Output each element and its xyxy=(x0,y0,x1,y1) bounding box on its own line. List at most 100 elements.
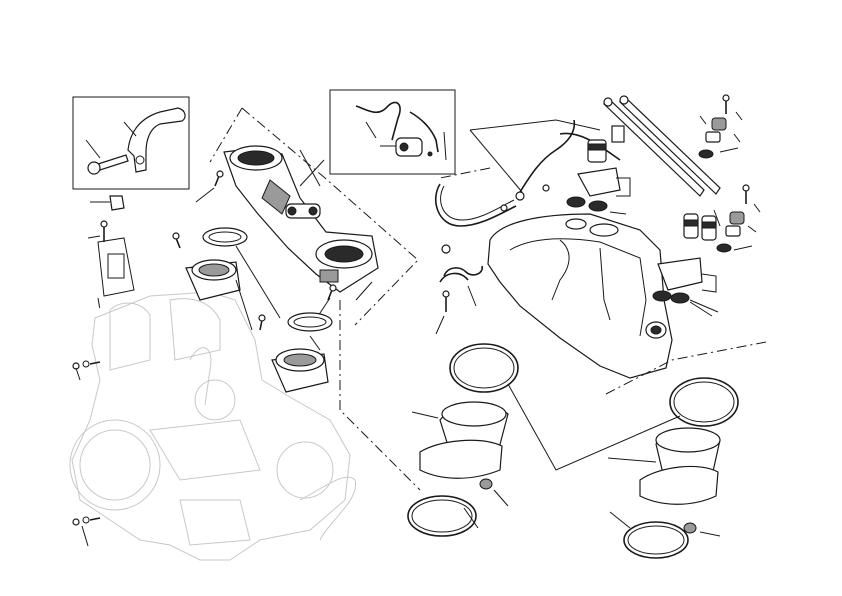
callout-line xyxy=(123,121,137,137)
spring-clip xyxy=(439,272,469,283)
tank-ridge xyxy=(551,239,570,301)
callout-line xyxy=(607,457,657,463)
alternator-cover xyxy=(276,441,334,499)
seal-ring-upper-left xyxy=(449,343,519,393)
check-valve xyxy=(683,522,697,534)
callout-line xyxy=(87,235,101,239)
callout-line xyxy=(355,281,373,301)
callout-line xyxy=(689,299,719,313)
callout-line xyxy=(469,119,601,131)
inset-hose-and-valve xyxy=(329,89,456,175)
throttle-bore-lower-inner xyxy=(324,245,364,263)
seal-ring-upper-right xyxy=(669,377,739,427)
tank-cap-seat xyxy=(589,223,619,237)
callout-line xyxy=(699,531,721,537)
seal-ring-upper-right-inner xyxy=(673,381,735,423)
valve-port xyxy=(399,142,409,152)
bracket xyxy=(127,107,186,173)
injector xyxy=(587,139,607,163)
bolt-head xyxy=(87,161,101,175)
clip xyxy=(427,151,433,157)
screw-head xyxy=(172,232,180,240)
spacer xyxy=(705,131,721,143)
callout-line xyxy=(81,525,89,547)
ghost-wire xyxy=(189,347,212,406)
bolt-head xyxy=(722,94,730,102)
callout-line xyxy=(753,203,761,213)
callout-line xyxy=(747,225,757,233)
screw xyxy=(175,237,181,249)
callout-line xyxy=(85,139,101,159)
tank-outlet-port xyxy=(650,325,662,335)
callout-line xyxy=(317,297,331,317)
fuel-hose-edge xyxy=(440,185,515,221)
callout-line xyxy=(733,133,741,143)
callout-line xyxy=(443,131,447,161)
grommet xyxy=(729,211,745,225)
callout-line xyxy=(299,159,325,187)
oil-sump xyxy=(179,499,251,546)
callout-line xyxy=(507,383,681,471)
callout-line xyxy=(463,507,479,529)
o-ring xyxy=(652,290,672,302)
cylinder-head xyxy=(109,302,151,371)
hose-clamp-lower-inner xyxy=(293,316,327,328)
hose-clamp-lower xyxy=(287,312,333,332)
bracket-mark xyxy=(701,273,717,293)
hose-clip xyxy=(500,204,508,212)
grommet-base xyxy=(698,149,714,159)
bell-mouth-left-rim xyxy=(441,401,507,427)
boundary-dashes xyxy=(339,300,421,491)
screw-head xyxy=(258,314,266,322)
washer xyxy=(441,244,451,254)
intake-bell-mouths-and-seals xyxy=(407,343,739,559)
bolt-shank xyxy=(97,154,129,171)
callout-line xyxy=(609,211,627,215)
bell-mouth-left-flange xyxy=(419,439,503,479)
seal-ring-lower-left-inner xyxy=(411,499,473,533)
callout-line xyxy=(435,315,445,335)
hose-connector xyxy=(515,191,525,201)
injector-holder xyxy=(657,257,703,291)
gasket-plate xyxy=(97,237,135,297)
bolt-head xyxy=(72,518,80,526)
tank-ridge xyxy=(509,238,647,337)
callout-line xyxy=(411,411,439,419)
hose xyxy=(409,111,439,153)
inset-frame-right xyxy=(329,89,456,175)
rail-bracket xyxy=(611,125,625,143)
clutch-cover-ring xyxy=(79,429,151,501)
callout-line xyxy=(75,367,81,381)
throttle-body-assembly xyxy=(195,107,419,326)
throttle-bore-upper-inner xyxy=(237,150,275,166)
rail-fitting xyxy=(308,206,318,216)
seal-ring-lower-right xyxy=(623,521,689,559)
callout-line xyxy=(493,489,509,507)
screw xyxy=(259,319,263,331)
cylinder-head xyxy=(169,298,221,361)
screw-head xyxy=(442,290,450,298)
screw-head xyxy=(216,170,224,178)
o-ring xyxy=(588,200,608,212)
tank-cap-seat xyxy=(565,218,587,230)
fuel-tank xyxy=(487,213,673,379)
ghost-wire xyxy=(299,476,356,541)
injector-band xyxy=(587,143,607,151)
rail-end xyxy=(603,97,613,107)
intake-flanges-and-clamps xyxy=(72,195,421,547)
boundary-dashes xyxy=(241,107,419,326)
washer xyxy=(82,360,90,368)
seal-ring-lower-left xyxy=(407,495,477,537)
fuel-injectors-and-caps xyxy=(566,94,761,317)
fitting xyxy=(109,195,125,211)
engine-cover xyxy=(194,379,236,421)
boundary-dashes xyxy=(605,341,767,395)
callout-line xyxy=(467,285,477,307)
washer xyxy=(82,516,90,524)
crankcase xyxy=(149,419,261,481)
flange-lower-bore-inner xyxy=(283,353,317,367)
linkage-plate xyxy=(261,179,291,215)
o-ring xyxy=(670,292,690,304)
injector-band xyxy=(683,219,699,227)
